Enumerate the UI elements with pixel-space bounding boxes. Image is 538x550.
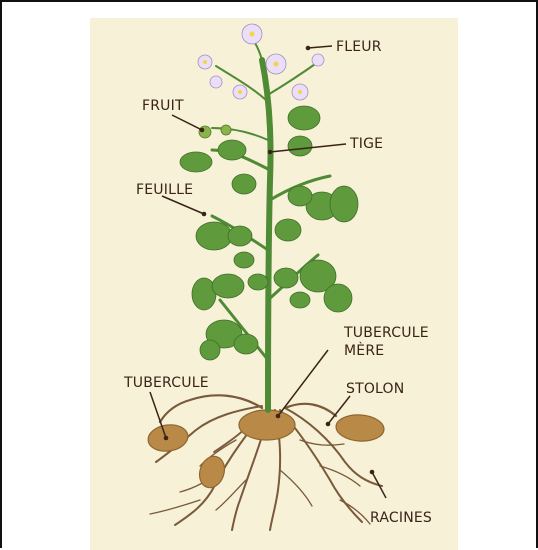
label-fleur: FLEUR xyxy=(336,39,382,55)
mother-tuber xyxy=(239,410,295,440)
tuber-small xyxy=(196,453,229,491)
leader-feuille xyxy=(162,196,204,214)
label-tubercule: TUBERCULE xyxy=(123,375,209,391)
label-tubercule-mere-line1: TUBERCULE xyxy=(343,325,429,341)
leader-fleur xyxy=(308,46,332,48)
stems xyxy=(212,34,330,410)
label-racines: RACINES xyxy=(370,510,432,526)
leader-racines xyxy=(372,472,386,498)
label-feuille: FEUILLE xyxy=(136,182,193,198)
leader-fruit xyxy=(172,115,202,130)
label-tubercule-mere-line2: MÈRE xyxy=(344,342,384,359)
tuber-right xyxy=(335,413,385,442)
label-stolon: STOLON xyxy=(346,381,404,397)
fruit xyxy=(199,125,231,138)
label-tige: TIGE xyxy=(349,136,383,152)
label-fruit: FRUIT xyxy=(142,98,184,114)
